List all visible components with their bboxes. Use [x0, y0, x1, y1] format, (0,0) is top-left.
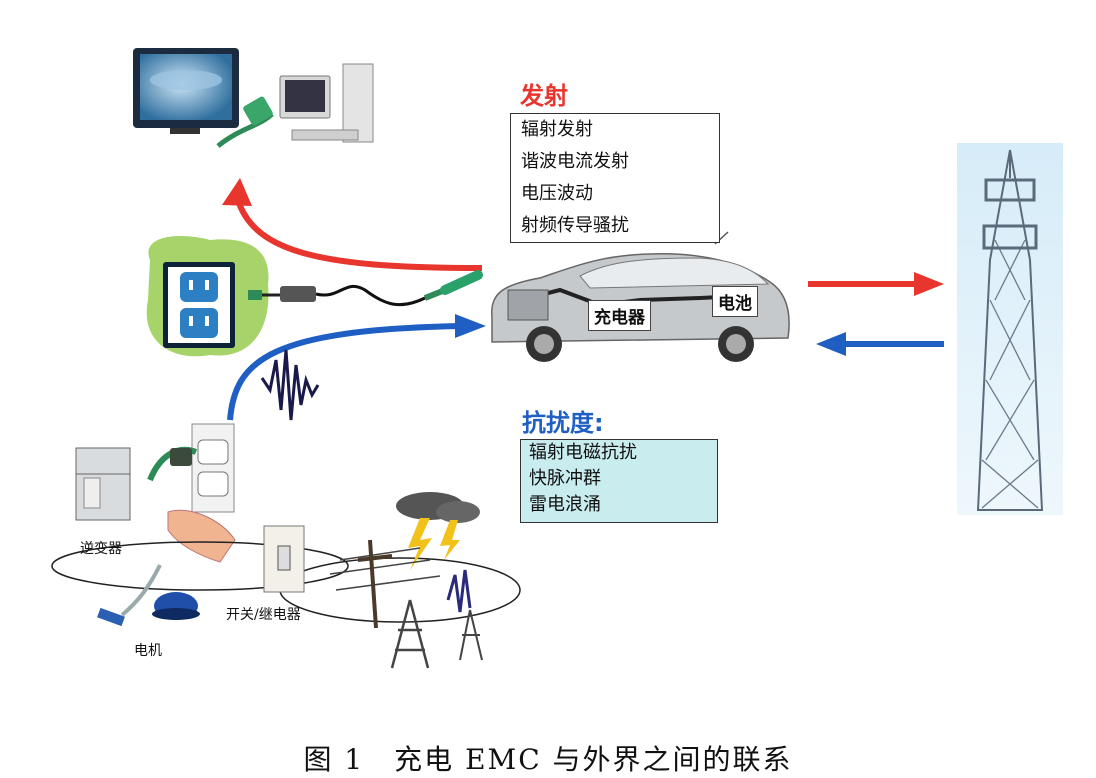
charger-label: 充电器 [588, 300, 651, 331]
emission-title: 发射 [520, 82, 568, 110]
immunity-item: 雷电浪涌 [529, 494, 601, 515]
socket-plug-icon [147, 423, 236, 563]
emission-list: 辐射发射 谐波电流发射 电压波动 射频传导骚扰 [510, 113, 720, 243]
wall-outlet-icon [146, 236, 269, 357]
charging-cable [248, 270, 483, 307]
switch-relay-label: 开关/继电器 [226, 607, 301, 623]
emission-item: 谐波电流发射 [521, 151, 629, 172]
light-switch-icon [263, 525, 305, 593]
car-to-tower-emission-arrow [808, 272, 944, 296]
tv-computer-icon [133, 48, 374, 148]
inverter-label: 逆变器 [80, 541, 122, 557]
immunity-list: 辐射电磁抗扰 快脉冲群 雷电浪涌 [520, 439, 718, 523]
immunity-arrow [227, 314, 486, 421]
immunity-title: 抗扰度: [522, 409, 604, 437]
tower-to-car-immunity-arrow [816, 332, 944, 356]
battery-label: 电池 [712, 286, 758, 317]
electric-car-icon [491, 231, 790, 362]
emission-item: 射频传导骚扰 [521, 215, 629, 236]
emission-arrow [222, 178, 483, 271]
radio-tower-icon [957, 143, 1063, 515]
vacuum-motor-icon [97, 564, 200, 627]
immunity-item: 辐射电磁抗扰 [529, 442, 637, 463]
immunity-item: 快脉冲群 [529, 468, 601, 489]
motor-label: 电机 [134, 643, 162, 659]
storm-power-lines-icon [329, 492, 483, 669]
figure-caption: 图 1 充电 EMC 与外界之间的联系 [303, 743, 793, 776]
emission-item: 电压波动 [521, 183, 593, 204]
emission-item: 辐射发射 [521, 119, 593, 140]
noise-waveform-icon [260, 349, 320, 421]
refrigerator-icon [75, 447, 131, 521]
